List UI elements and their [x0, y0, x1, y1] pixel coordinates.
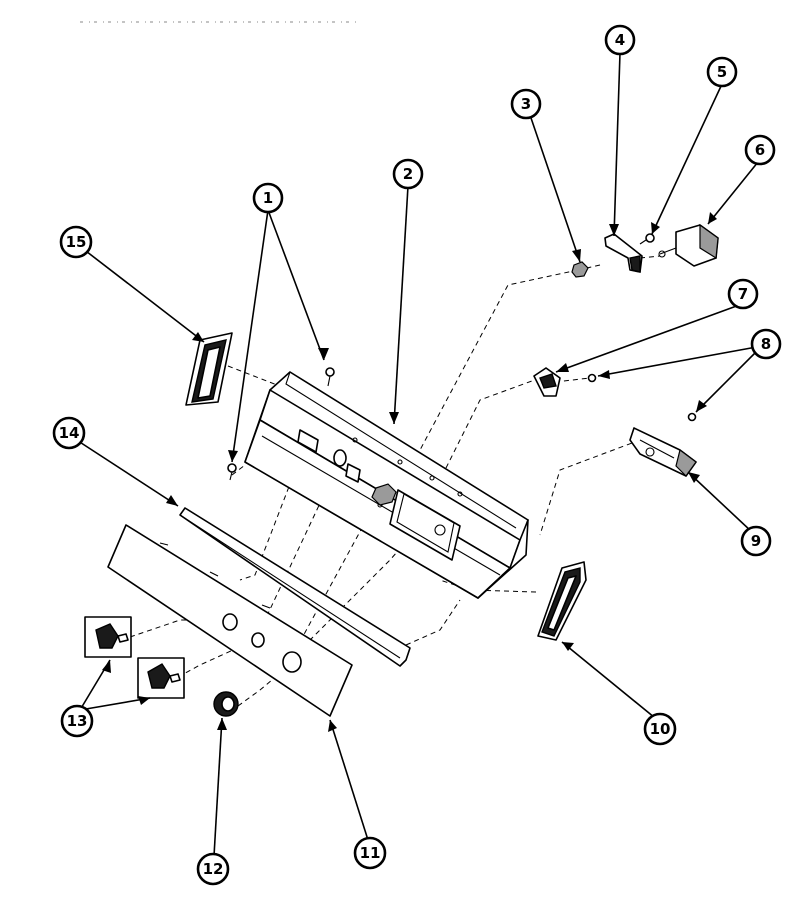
callout-14: 14 [52, 416, 86, 450]
callout-9-label: 9 [751, 532, 761, 550]
callout-12: 12 [196, 852, 230, 886]
callout-6-label: 6 [755, 141, 765, 159]
callout-8-label: 8 [761, 335, 771, 353]
part-5-screw [639, 233, 655, 245]
callout-14-label: 14 [59, 424, 80, 442]
callout-2-label: 2 [403, 165, 413, 183]
callout-10: 10 [643, 712, 677, 746]
part-8-screw-lower [687, 412, 697, 422]
part-8-screw-upper [587, 373, 597, 383]
callout-2: 2 [392, 158, 424, 190]
screw-upper [325, 367, 335, 387]
callout-7: 7 [727, 278, 759, 310]
callout-4: 4 [604, 24, 636, 56]
part-6-switch [658, 223, 719, 267]
callout-1-label: 1 [263, 189, 273, 207]
callout-8: 8 [750, 328, 782, 360]
callout-3: 3 [510, 88, 542, 120]
knob-lower [137, 657, 185, 699]
knob-upper [84, 616, 132, 658]
dial-knob [213, 691, 239, 717]
part-7-bracket [533, 367, 561, 397]
end-cap-left [185, 332, 233, 406]
callout-12-label: 12 [203, 860, 224, 878]
console-hex-nut [371, 483, 397, 506]
trim-strip [179, 507, 411, 667]
screw-lower [227, 463, 237, 481]
callout-10-label: 10 [650, 720, 671, 738]
callout-5-label: 5 [717, 63, 727, 81]
callout-13-label: 13 [67, 712, 88, 730]
callout-15: 15 [59, 225, 93, 259]
callout-3-label: 3 [521, 95, 531, 113]
callout-15-label: 15 [66, 233, 87, 251]
part-9-timer [629, 427, 697, 477]
callout-9: 9 [740, 525, 772, 557]
callout-6: 6 [744, 134, 776, 166]
callout-13: 13 [60, 704, 94, 738]
end-cap-right [537, 561, 587, 641]
part-3-nut [571, 261, 589, 278]
leader-lines [71, 52, 763, 857]
callout-11-label: 11 [360, 844, 381, 862]
arrowheads [102, 212, 717, 732]
control-panel [107, 524, 353, 717]
callout-5: 5 [706, 56, 738, 88]
callout-7-label: 7 [738, 285, 748, 303]
callout-11: 11 [353, 836, 387, 870]
callout-4-label: 4 [615, 31, 625, 49]
part-4-bracket [604, 233, 643, 273]
callout-1: 1 [252, 182, 284, 214]
